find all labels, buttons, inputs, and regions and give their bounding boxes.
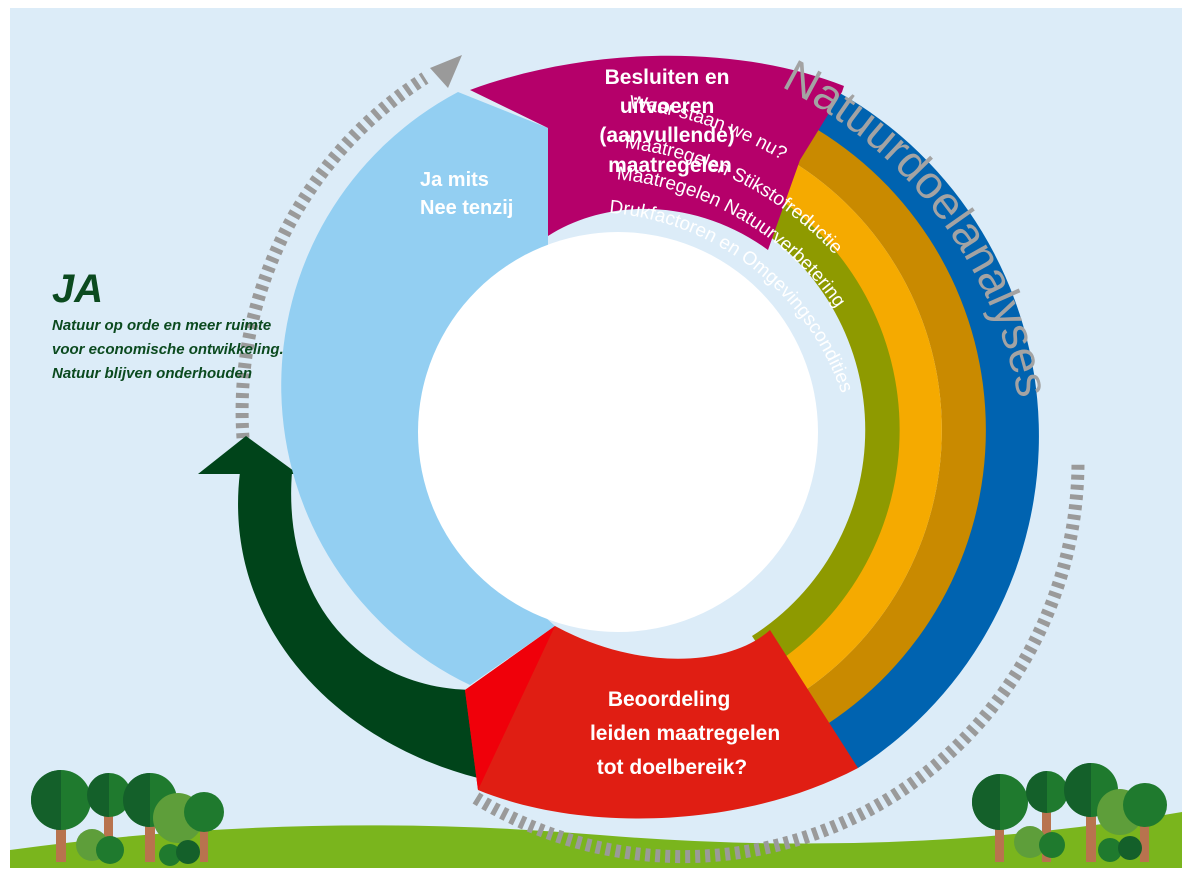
stage-left-label: Ja mits Nee tenzij — [420, 169, 513, 219]
ja-arrowhead-icon — [198, 436, 298, 474]
ja-title: JA — [52, 267, 103, 311]
dashed-cycle-arc-top — [235, 72, 429, 439]
stage-bottom-arrow — [465, 626, 858, 819]
tree-group-right-icon — [972, 763, 1167, 862]
band-ochre — [790, 130, 986, 730]
center-hole — [418, 232, 818, 632]
tree-group-left-icon — [31, 770, 224, 866]
grass — [10, 812, 1182, 868]
band-blue — [800, 92, 1039, 768]
stage-top-arrow — [470, 55, 844, 251]
ja-arrow-body — [238, 472, 478, 778]
stage-top-label: Besluiten en uitvoeren (aanvullende) maa… — [599, 66, 740, 177]
band-orange — [768, 160, 942, 700]
ja-description: Natuur op orde en meer ruimte voor econo… — [52, 317, 288, 382]
band-olive — [752, 194, 900, 666]
stage-bottom-arrowhead-icon — [465, 626, 555, 790]
dashed-arrowhead-icon — [430, 55, 462, 88]
stage-bottom-label: Beoordeling leiden maatregelen tot doelb… — [590, 688, 786, 779]
dashed-cycle-arc-bottom — [472, 459, 1085, 864]
